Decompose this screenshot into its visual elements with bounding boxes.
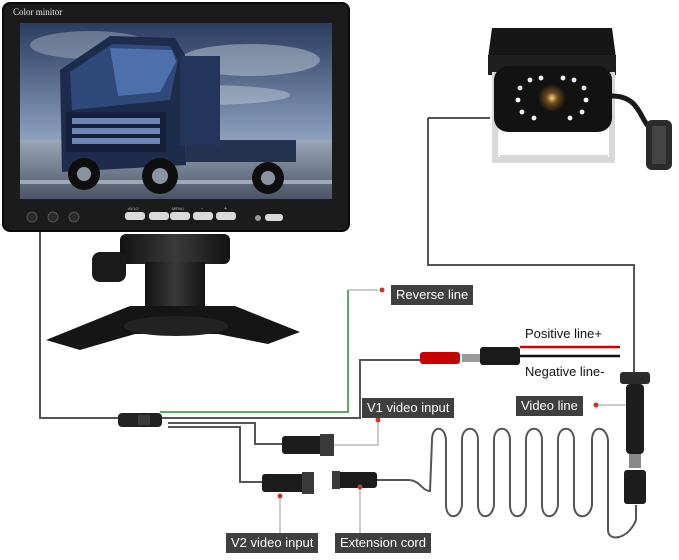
button-label-menu: MENU — [172, 206, 184, 211]
sensor-dot-1 — [26, 211, 38, 223]
video-line-dot — [593, 402, 599, 408]
monitor-brand: Color minitor — [13, 7, 62, 17]
power-connector — [420, 347, 520, 365]
positive-line-label: Positive line+ — [525, 326, 602, 341]
monitor-stand — [46, 234, 300, 350]
power-led — [255, 215, 261, 221]
power-button[interactable] — [265, 214, 283, 221]
button-label-av: AV1/2 — [128, 206, 139, 211]
video-line-plug — [620, 372, 650, 504]
video-line-label: Video line — [516, 396, 583, 416]
monitor: Color minitor AV1/2 MENU - + — [2, 2, 350, 232]
cable-runs — [39, 117, 637, 539]
sensor-dot-2 — [47, 211, 59, 223]
extension-cord-label: Extension cord — [335, 533, 431, 553]
leader-dots — [277, 287, 599, 499]
v1-dot — [375, 417, 381, 423]
mode-button[interactable] — [149, 212, 169, 220]
plus-button[interactable] — [216, 212, 236, 220]
button-label-plus: + — [224, 206, 227, 212]
negative-line-label: Negative line- — [525, 364, 605, 379]
v1-video-input-label: V1 video input — [362, 398, 455, 418]
sensor-dot-3 — [68, 211, 80, 223]
reverse-line-dot — [379, 287, 385, 293]
minus-button[interactable] — [193, 212, 213, 220]
menu-button[interactable] — [170, 212, 190, 220]
reverse-line-label: Reverse line — [391, 285, 474, 305]
harness-splitter — [118, 413, 162, 427]
extension-connector — [332, 471, 377, 489]
av-button[interactable] — [125, 212, 145, 220]
v2-video-input-label: V2 video input — [226, 533, 319, 553]
button-label-minus: - — [201, 206, 203, 212]
v2-connector — [262, 472, 314, 494]
truck-image — [60, 36, 296, 194]
v1-connector — [282, 434, 334, 456]
backup-camera — [488, 28, 672, 170]
camera-lens — [538, 84, 566, 112]
v2-dot — [277, 493, 283, 499]
extension-dot — [357, 484, 363, 490]
